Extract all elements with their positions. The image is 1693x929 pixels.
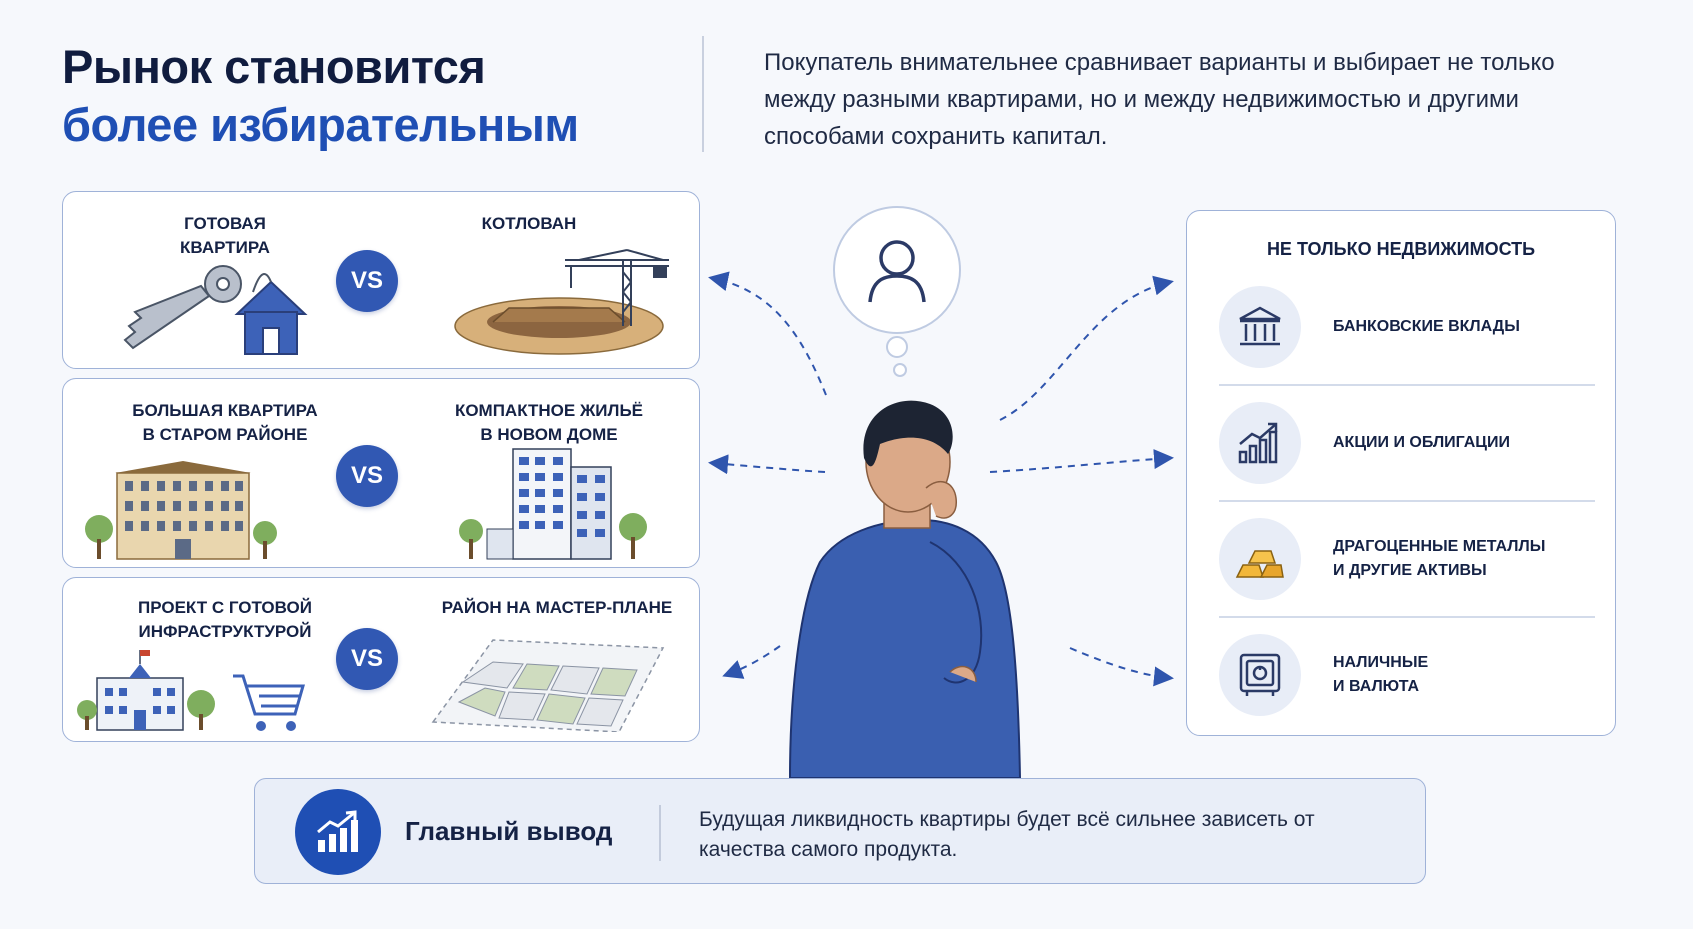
thought-dot-small [893,363,907,377]
vs-badge: VS [336,628,398,690]
stock-chart-icon [1219,402,1301,484]
label-foundation-pit: КОТЛОВАН [481,214,577,233]
intro-text: Покупатель внимательнее сравнивает вариа… [764,49,1555,150]
vs-badge: VS [336,250,398,312]
alternatives-panel: НЕ ТОЛЬКО НЕДВИЖИМОСТЬ БАНКОВСКИЕ ВКЛАДЫ… [1186,210,1616,736]
construction-pit-icon [454,249,669,355]
conclusion-title: Главный вывод [405,816,613,846]
old-building-icon [85,461,277,560]
thought-bubble [833,206,961,334]
label-masterplan-district: РАЙОН НА МАСТЕР-ПЛАНЕ [441,598,673,617]
divider [1219,500,1595,502]
label-compact-new-home: КОМПАКТНОЕ ЖИЛЬЁ В НОВОМ ДОМЕ [454,401,644,444]
alternative-bank-deposits: БАНКОВСКИЕ ВКЛАДЫ [1219,281,1595,373]
alternative-precious-metals: ДРАГОЦЕННЫЕ МЕТАЛЛЫ И ДРУГИЕ АКТИВЫ [1219,513,1595,605]
bank-icon [1219,286,1301,368]
page-title: Рынок становится более избирательным [62,38,579,154]
growth-chart-icon [295,789,381,875]
gold-bars-icon [1219,518,1301,600]
comparison-card-ready-vs-pit: ГОТОВАЯ КВАРТИРА VS КОТЛОВАН [62,191,700,369]
vs-badge: VS [336,445,398,507]
masterplan-icon [431,639,665,732]
thought-dot-large [886,336,908,358]
alternative-label: ДРАГОЦЕННЫЕ МЕТАЛЛЫ И ДРУГИЕ АКТИВЫ [1333,538,1546,579]
label-ready-apartment: ГОТОВАЯ КВАРТИРА [180,214,270,257]
divider [1219,616,1595,618]
label-big-old-apartment: БОЛЬШАЯ КВАРТИРА В СТАРОМ РАЙОНЕ [132,401,318,444]
thinking-person [788,400,1022,778]
conclusion-box: Главный вывод Будущая ликвидность кварти… [254,778,1426,884]
conclusion-divider [659,805,661,861]
alternative-label: АКЦИИ И ОБЛИГАЦИИ [1333,434,1510,451]
alternative-label: НАЛИЧНЫЕ И ВАЛЮТА [1333,654,1429,695]
new-building-icon [459,448,647,560]
title-line-1: Рынок становится [62,40,486,93]
comparison-card-infra-vs-masterplan: ПРОЕКТ С ГОТОВОЙ ИНФРАСТРУКТУРОЙ VS РАЙО… [62,577,700,742]
safe-icon [1219,634,1301,716]
user-icon [868,240,926,303]
school-cart-icon [77,650,305,731]
alternative-cash-currency: НАЛИЧНЫЕ И ВАЛЮТА [1219,629,1595,721]
title-line-2: более избирательным [62,98,579,151]
comparison-card-old-vs-new: БОЛЬШАЯ КВАРТИРА В СТАРОМ РАЙОНЕ VS КОМП… [62,378,700,568]
alternatives-title: НЕ ТОЛЬКО НЕДВИЖИМОСТЬ [1266,239,1536,259]
label-ready-infrastructure: ПРОЕКТ С ГОТОВОЙ ИНФРАСТРУКТУРОЙ [138,598,312,641]
divider [1219,384,1595,386]
alternative-stocks-bonds: АКЦИИ И ОБЛИГАЦИИ [1219,397,1595,489]
alternative-label: БАНКОВСКИЕ ВКЛАДЫ [1333,318,1520,335]
title-divider [702,36,704,152]
key-house-icon [123,265,308,355]
conclusion-text: Будущая ликвидность квартиры будет всё с… [699,808,1315,861]
